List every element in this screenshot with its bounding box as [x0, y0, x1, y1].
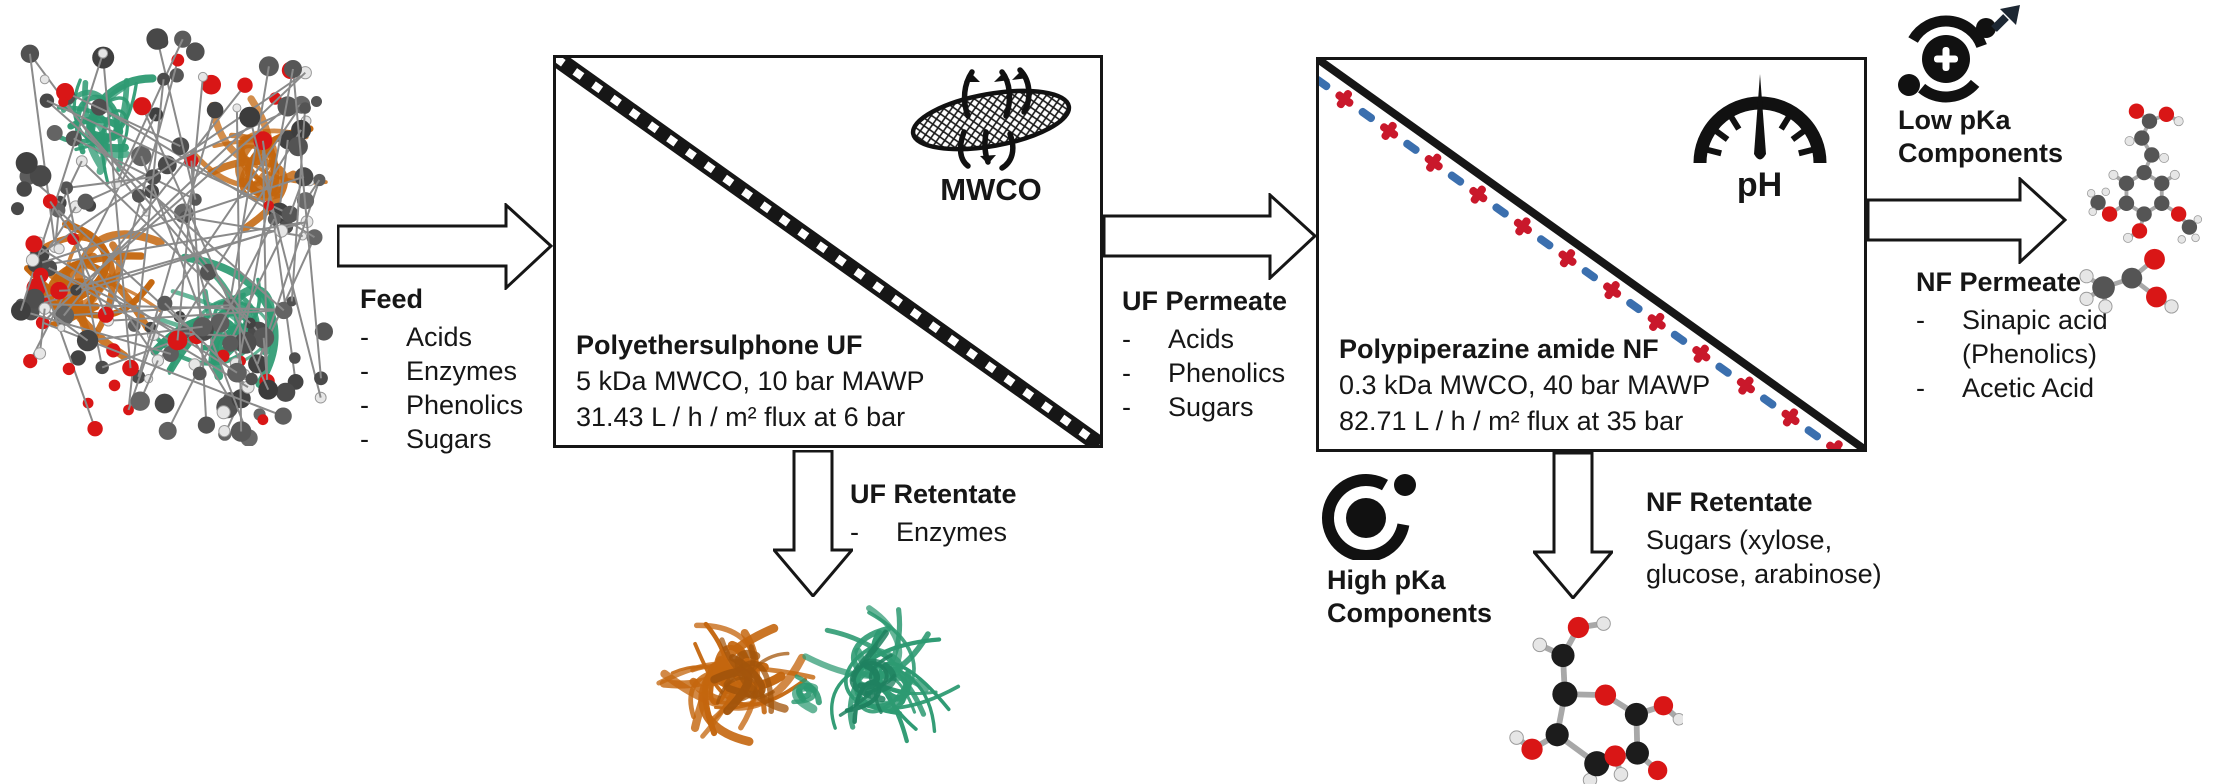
sugar-molecule-image [1509, 616, 1683, 784]
uf-retentate-list: UF Retentate -Enzymes [850, 478, 1017, 549]
feed-list: Feed -Acids -Enzymes -Phenolics -Sugars [360, 283, 523, 456]
list-item: -Phenolics [1122, 358, 1286, 388]
list-item: -Acids [1122, 324, 1235, 354]
nf-permeate-list: NF Permeate -Sinapic acid (Phenolics) -A… [1916, 266, 2108, 405]
mwco-membrane-icon [910, 67, 1072, 171]
list-item: -Enzymes [360, 356, 518, 386]
nf-membrane-box: pH Polypiperazine amide NF 0.3 kDa MWCO,… [1316, 57, 1867, 452]
list-item: (Phenolics) [1962, 339, 2098, 369]
nf-retentate-line: glucose, arabinose) [1646, 559, 1882, 589]
high-pka-label: High pKa Components [1327, 565, 1492, 628]
list-item: -Acetic Acid [1916, 373, 2095, 403]
mwco-label: MWCO [940, 172, 1042, 207]
list-item: -Phenolics [360, 390, 524, 420]
uf-permeate-list: UF Permeate -Acids -Phenolics -Sugars [1122, 285, 1287, 424]
list-item: -Acids [360, 322, 473, 352]
feed-molecules-image [11, 28, 333, 446]
uf-permeate-title: UF Permeate [1122, 286, 1288, 316]
list-item: -Sugars [1122, 392, 1254, 422]
nf-retentate-arrow [1533, 452, 1613, 599]
list-item: -Sugars [360, 424, 492, 454]
ph-gauge-icon [1693, 74, 1826, 164]
uf-membrane-box: MWCO Polyethersulphone UF 5 kDa MWCO, 10… [553, 55, 1103, 448]
sinapic-acid-molecule-image [2086, 103, 2203, 244]
uf-retentate-arrow [773, 450, 853, 597]
uf-membrane-flux: 31.43 L / h / m² flux at 6 bar [576, 402, 906, 432]
mwco-icon-group: MWCO [906, 60, 1076, 208]
list-item: -Sinapic acid [1916, 305, 2108, 335]
nf-membrane-flux: 82.71 L / h / m² flux at 35 bar [1339, 406, 1684, 436]
acetic-acid-molecule-image [2079, 248, 2179, 314]
low-pka-label: Low pKa Components [1898, 105, 2063, 168]
uf-box-text: Polyethersulphone UF 5 kDa MWCO, 10 bar … [576, 327, 925, 435]
nf-retentate-line: Sugars (xylose, [1646, 525, 1833, 555]
feed-title: Feed [360, 284, 424, 314]
nf-permeate-title: NF Permeate [1916, 267, 2082, 297]
ph-label: pH [1736, 166, 1783, 204]
nf-box-text: Polypiperazine amide NF 0.3 kDa MWCO, 40… [1339, 331, 1710, 439]
ph-icon-group: pH [1677, 66, 1842, 205]
feed-arrow [337, 203, 553, 290]
nf-retentate-text: NF Retentate Sugars (xylose, glucose, ar… [1646, 486, 1882, 591]
enzyme-structure-image [656, 605, 961, 746]
uf-membrane-name: Polyethersulphone UF [576, 330, 863, 360]
uf-retentate-title: UF Retentate [850, 479, 1017, 509]
nf-permeate-arrow [1867, 177, 2067, 264]
low-pka-ion-escape-icon [1898, 5, 2020, 103]
uf-membrane-spec: 5 kDa MWCO, 10 bar MAWP [576, 366, 925, 396]
nf-retentate-title: NF Retentate [1646, 487, 1813, 517]
high-pka-ion-retained-icon [1322, 474, 1416, 560]
list-item: -Enzymes [850, 517, 1008, 547]
uf-permeate-arrow [1103, 193, 1317, 280]
nf-membrane-spec: 0.3 kDa MWCO, 40 bar MAWP [1339, 370, 1711, 400]
nf-membrane-name: Polypiperazine amide NF [1339, 334, 1659, 364]
